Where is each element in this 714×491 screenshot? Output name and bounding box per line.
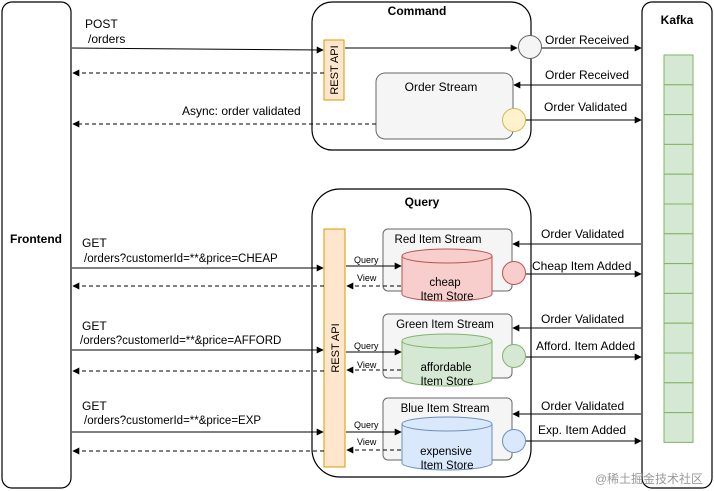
- get-exp-method: GET: [82, 399, 107, 413]
- exp-order-validated-label: Order Validated: [541, 399, 624, 413]
- frontend-box: [1, 1, 72, 489]
- cheap-item-added-connector: [502, 261, 526, 285]
- get-cheap-path: /orders?customerId=**&price=CHEAP: [84, 253, 278, 265]
- get-cheap-method: GET: [82, 236, 107, 250]
- command-title: Command: [388, 4, 447, 18]
- order-received-connector: [518, 35, 542, 59]
- green-item-stream-group: Green Item Stream affordable Item Store …: [72, 312, 642, 388]
- kafka-log-cell: [663, 203, 694, 235]
- order-received-out-label: Order Received: [545, 33, 629, 47]
- red-item-stream-label: Red Item Stream: [395, 234, 482, 246]
- blue-item-stream-label: Blue Item Stream: [401, 403, 490, 415]
- affordable-item-store-cylinder: [401, 341, 493, 387]
- cheap-order-validated-label: Order Validated: [541, 227, 624, 241]
- exp-view-label: View: [357, 437, 377, 447]
- affordable-item-store-top: [401, 333, 493, 349]
- kafka-log-cell: [663, 114, 694, 145]
- kafka-log-cell: [663, 54, 694, 86]
- exp-item-added-label: Exp. Item Added: [538, 423, 626, 437]
- cheap-store-line1: cheap: [429, 277, 460, 289]
- afford-item-added-connector: [502, 344, 526, 368]
- afford-item-added-label: Afford. Item Added: [536, 339, 635, 353]
- kafka-log-cell: [663, 382, 694, 414]
- kafka-log-cell: [663, 322, 694, 354]
- order-stream-label: Order Stream: [405, 80, 478, 94]
- afford-query-label: Query: [354, 341, 379, 351]
- kafka-log-cell: [663, 233, 694, 265]
- order-validated-out-label: Order Validated: [544, 100, 627, 114]
- watermark: @稀土掘金技术社区: [595, 471, 703, 486]
- kafka-log-cell: [663, 352, 694, 384]
- expensive-item-store-top: [401, 416, 493, 432]
- query-title: Query: [405, 195, 440, 209]
- post-method: POST: [85, 17, 118, 31]
- affordable-store-line2: Item Store: [420, 376, 473, 388]
- get-afford-path: /orders?customerId=**&price=AFFORD: [80, 335, 281, 347]
- kafka-log-cell: [663, 84, 694, 116]
- afford-view-label: View: [357, 360, 377, 370]
- query-rest-api: [323, 228, 346, 468]
- expensive-item-store-cylinder: [401, 424, 493, 471]
- cheap-view-label: View: [357, 273, 377, 283]
- get-exp-path: /orders?customerId=**&price=EXP: [84, 415, 261, 427]
- exp-item-added-connector: [502, 429, 526, 453]
- afford-order-validated-label: Order Validated: [541, 312, 624, 326]
- query-rest-api-label: REST API: [330, 323, 342, 372]
- post-orders-arrow: [71, 46, 324, 54]
- command-rest-api: [323, 39, 345, 101]
- async-label: Async: order validated: [182, 104, 301, 118]
- cheap-query-label: Query: [354, 255, 379, 265]
- cheap-item-store-top: [401, 248, 493, 264]
- post-path: /orders: [88, 32, 125, 46]
- command-rest-api-label: REST API: [329, 45, 341, 94]
- blue-item-stream-group: Blue Item Stream expensive Item Store GE…: [72, 397, 642, 472]
- kafka-log-cell: [663, 263, 694, 294]
- order-stream-box: [375, 72, 514, 140]
- exp-query-label: Query: [354, 420, 379, 430]
- kafka-log-cell: [663, 173, 694, 205]
- expensive-store-line1: expensive: [420, 446, 472, 458]
- kafka-title: Kafka: [661, 13, 694, 27]
- kafka-log-cell: [663, 143, 694, 175]
- cheap-item-added-label: Cheap Item Added: [532, 259, 631, 273]
- green-item-stream-label: Green Item Stream: [396, 319, 494, 331]
- kafka-log-cell: [663, 292, 694, 324]
- cheap-store-line2: Item Store: [420, 291, 473, 303]
- expensive-store-line2: Item Store: [420, 460, 473, 472]
- frontend-title: Frontend: [10, 232, 62, 246]
- kafka-log-cell: [663, 412, 694, 443]
- red-item-stream-group: Red Item Stream cheap Item Store GET /or…: [72, 227, 642, 303]
- order-validated-connector: [502, 108, 526, 132]
- order-received-in-label: Order Received: [545, 68, 629, 82]
- affordable-store-line1: affordable: [421, 362, 472, 374]
- cheap-item-store-cylinder: [401, 256, 493, 302]
- kafka-topic-log: [663, 54, 694, 443]
- get-afford-method: GET: [82, 319, 107, 333]
